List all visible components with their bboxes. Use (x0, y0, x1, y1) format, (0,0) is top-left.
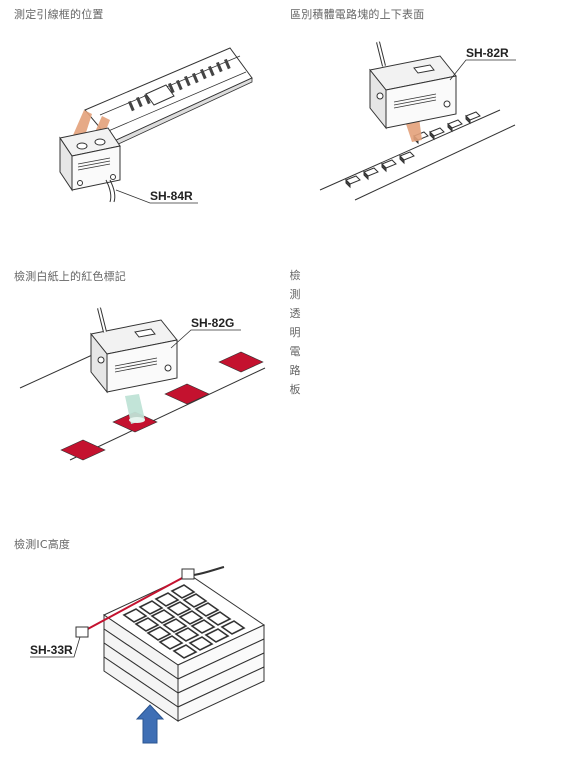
ic-height-illustration: SH-33R (30, 566, 266, 744)
vertical-char: 透 (289, 307, 301, 320)
model-label-sh-82r: SH-82R (466, 46, 509, 60)
caption-transparent-pcb: 檢 測 透 明 電 路 板 (288, 266, 302, 399)
vertical-char: 檢 (289, 269, 301, 282)
vertical-char: 路 (289, 364, 301, 377)
pcb-chips-illustration: SH-82R (319, 41, 516, 201)
vertical-char: 明 (289, 326, 301, 339)
model-label-sh-82g: SH-82G (191, 316, 234, 330)
model-label-sh-33r: SH-33R (30, 643, 73, 657)
vertical-char: 板 (289, 383, 301, 396)
model-label-sh-84r: SH-84R (150, 189, 193, 203)
caption-lead-frame: 測定引線框的位置 (14, 8, 104, 21)
caption-white-paper: 檢測白紙上的紅色標記 (14, 270, 126, 283)
caption-pcb-chips: 區別積體電路塊的上下表面 (290, 8, 425, 21)
vertical-char: 電 (289, 345, 301, 358)
lead-frame-illustration: SH-84R (59, 47, 253, 204)
caption-ic-height: 檢測IC高度 (14, 538, 71, 551)
vertical-char: 測 (289, 288, 301, 301)
red-mark-illustration: SH-82G (19, 307, 266, 461)
